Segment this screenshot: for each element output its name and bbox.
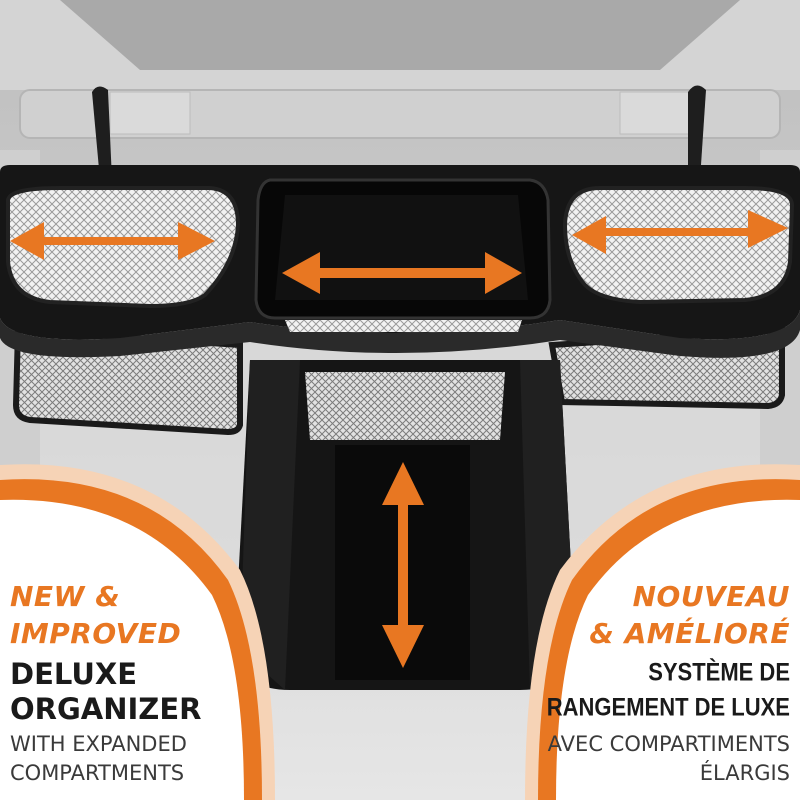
title-rangement-fr: RANGEMENT DE LUXE	[546, 692, 790, 722]
arrow-right-cup	[572, 210, 788, 254]
headline-nouveau-fr: NOUVEAU	[632, 580, 790, 613]
headline-ameliore-fr: & AMÉLIORÉ	[589, 617, 790, 650]
hanging-straps	[92, 85, 706, 180]
title-organizer-en: ORGANIZER	[10, 692, 202, 726]
right-cup-holder	[562, 186, 795, 305]
subtitle-compartments-en: COMPARTMENTS	[10, 761, 185, 785]
arrow-center	[282, 252, 522, 294]
headline-new-en: NEW &	[10, 580, 121, 613]
arrow-vertical	[382, 462, 424, 668]
organizer-tray	[0, 165, 800, 358]
headline-improved-en: IMPROVED	[10, 617, 182, 650]
arrow-left-cup	[10, 222, 215, 260]
expansion-arrows	[10, 210, 788, 668]
subtitle-with-expanded-en: WITH EXPANDED	[10, 732, 187, 756]
subtitle-avec-fr: AVEC COMPARTIMENTS	[547, 732, 790, 756]
title-deluxe-en: DELUXE	[10, 657, 138, 691]
decorative-arcs	[0, 464, 800, 800]
left-cup-holder	[6, 186, 241, 309]
subtitle-elargis-fr: ÉLARGIS	[699, 761, 790, 785]
title-systeme-fr: SYSTÈME DE	[648, 657, 790, 687]
